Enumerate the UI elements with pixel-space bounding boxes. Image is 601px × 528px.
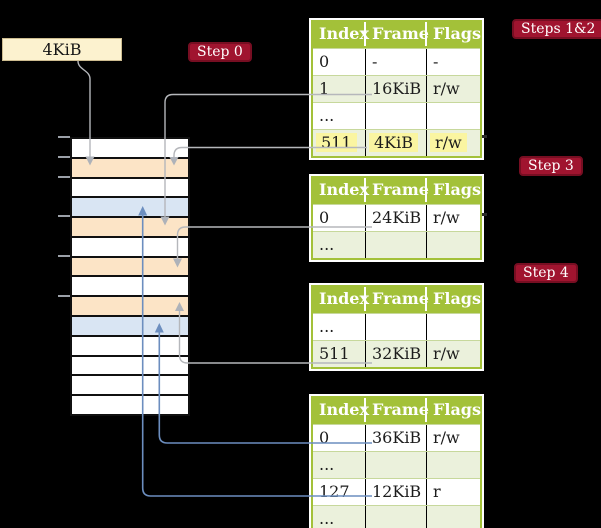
cell-frame: [366, 452, 427, 478]
table-row-highlighted: 511 4KiB r/w: [313, 129, 480, 156]
column-header: Flags: [433, 400, 481, 419]
page-table-step-4: Index Frame Flags ... 511 32KiB r/w: [311, 285, 482, 369]
memory-row-pagetable: [72, 297, 188, 318]
column-header: Index: [313, 22, 369, 46]
memory-tick: [58, 156, 70, 158]
memory-row-mapped: [72, 198, 188, 219]
cell-flags: [427, 103, 480, 129]
memory-column: [70, 137, 190, 416]
table-row: ...: [313, 313, 480, 340]
cell-flags: r: [433, 482, 441, 501]
table-row: 0 24KiB r/w: [313, 204, 480, 231]
memory-tick: [58, 176, 70, 178]
cell-flags: r/w: [433, 79, 460, 98]
cell-index: 511: [313, 130, 366, 156]
cell-flags: r/w: [427, 130, 480, 156]
column-header: Index: [313, 398, 369, 422]
table-row: ...: [313, 102, 480, 129]
cell-frame: 12KiB: [366, 479, 427, 505]
table-row: 127 12KiB r: [313, 478, 480, 505]
cell-index: 127: [313, 479, 366, 505]
cell-flags: [427, 314, 480, 340]
page-table-steps-1-2: Index Frame Flags 0 - - 1 16KiB r/w ... …: [311, 20, 482, 158]
cell-index: ...: [313, 506, 366, 528]
cell-index: ...: [313, 452, 366, 478]
cell-flags: [427, 452, 480, 478]
cell-index: 0: [313, 49, 366, 75]
cell-frame: 16KiB: [366, 76, 427, 102]
memory-row-pagetable: [72, 218, 188, 238]
column-header: Index: [313, 178, 369, 202]
cell-index: ...: [313, 103, 366, 129]
cell-flags: [427, 506, 480, 528]
cell-frame: [366, 103, 427, 129]
cell-frame: 36KiB: [366, 425, 427, 451]
memory-row-mapped: [72, 317, 188, 337]
column-header: Frame: [366, 398, 429, 422]
badge-step-3: Step 3: [519, 156, 583, 176]
badge-step-0: Step 0: [188, 42, 252, 62]
cell-flags: r/w: [433, 344, 460, 363]
table-row: ...: [313, 505, 480, 528]
cell-flags: [427, 232, 480, 258]
table-row: 0 36KiB r/w: [313, 424, 480, 451]
memory-row-free: [72, 356, 188, 377]
page-table-step-3: Index Frame Flags 0 24KiB r/w ...: [311, 176, 482, 260]
column-header: Index: [313, 287, 369, 311]
badge-step-4: Step 4: [514, 263, 578, 283]
column-header: Flags: [433, 289, 481, 308]
page-table-final: Index Frame Flags 0 36KiB r/w ... 127 12…: [311, 396, 482, 528]
column-header: Flags: [433, 180, 481, 199]
highlight: 4KiB: [369, 133, 419, 152]
cell-index: ...: [313, 232, 366, 258]
cell-frame: 24KiB: [366, 205, 427, 231]
memory-row-pagetable: [72, 158, 188, 179]
column-header: Frame: [366, 178, 429, 202]
cell-frame: [366, 506, 427, 528]
table-row: 1 16KiB r/w: [313, 75, 480, 102]
memory-tick: [58, 215, 70, 217]
cell-frame: [366, 232, 427, 258]
cell-flags: r/w: [433, 428, 460, 447]
memory-row-free: [72, 277, 188, 298]
cell-flags: -: [433, 52, 439, 71]
memory-tick: [58, 255, 70, 257]
memory-row-free: [72, 376, 188, 397]
cell-index: 1: [313, 76, 366, 102]
table-row: ...: [313, 231, 480, 258]
cell-frame: -: [366, 49, 427, 75]
table-row: 511 32KiB r/w: [313, 340, 480, 367]
table-row: ...: [313, 451, 480, 478]
entry-stub-mark: [482, 213, 487, 216]
memory-row-free: [72, 139, 188, 159]
memory-row-free: [72, 237, 188, 258]
memory-row-free: [72, 178, 188, 199]
cell-index: 0: [313, 425, 366, 451]
memory-row-pagetable: [72, 257, 188, 278]
memory-row-free: [72, 336, 188, 357]
cell-index: ...: [313, 314, 366, 340]
memory-tick: [58, 295, 70, 297]
cell-index: 511: [313, 341, 366, 367]
badge-steps-1-2: Steps 1&2: [512, 19, 601, 39]
cell-frame: [366, 314, 427, 340]
cell-frame: 4KiB: [366, 130, 427, 156]
cell-flags: r/w: [433, 208, 460, 227]
highlight: 511: [316, 133, 357, 152]
table-header-row: Index Frame Flags: [313, 178, 481, 204]
highlight: r/w: [430, 133, 467, 152]
table-header-row: Index Frame Flags: [313, 287, 481, 313]
table-header-row: Index Frame Flags: [313, 398, 481, 424]
column-header: Flags: [433, 24, 481, 43]
memory-row-free: [72, 396, 188, 414]
column-header: Frame: [366, 287, 429, 311]
entry-stub-mark: [482, 135, 487, 138]
cell-index: 0: [313, 205, 366, 231]
column-header: Frame: [366, 22, 429, 46]
frame-size-label: 4KiB: [2, 38, 122, 61]
memory-tick: [58, 136, 70, 138]
table-row: 0 - -: [313, 48, 480, 75]
cell-frame: 32KiB: [366, 341, 427, 367]
table-header-row: Index Frame Flags: [313, 22, 481, 48]
